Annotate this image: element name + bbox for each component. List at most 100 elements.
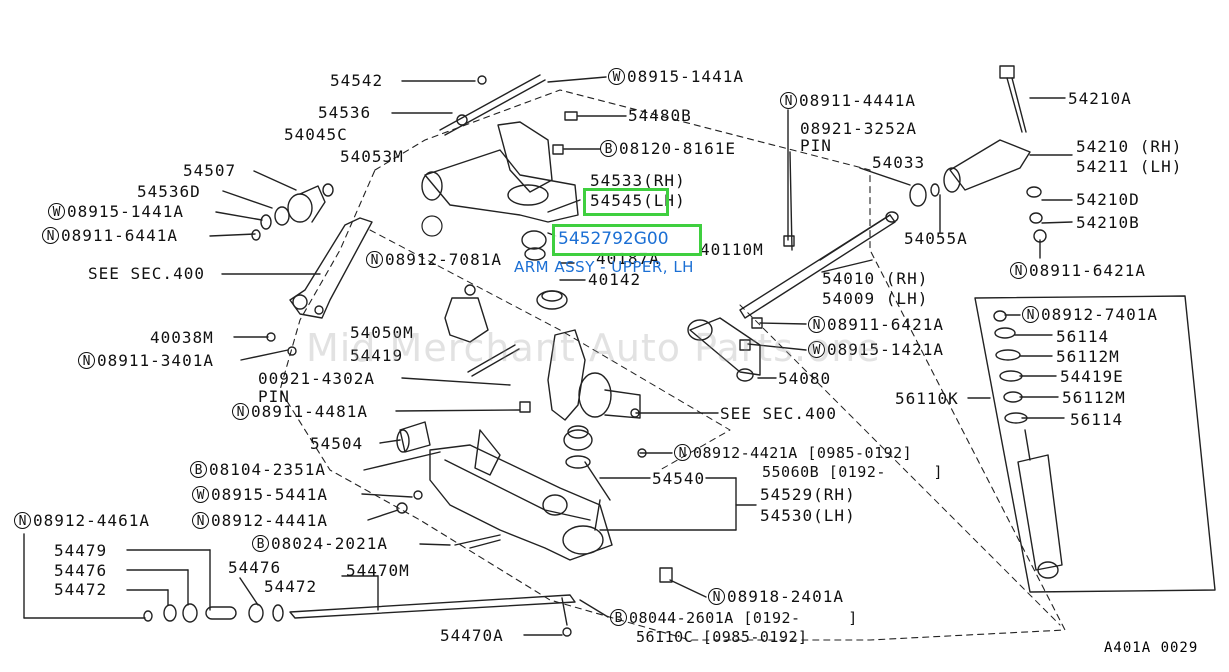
nut-symbol-icon: N [42, 227, 59, 244]
part-label-54080[interactable]: 54080 [778, 369, 832, 388]
part-label-40110m[interactable]: 40110M [700, 240, 764, 259]
part-label-56114-a[interactable]: 56114 [1056, 327, 1110, 346]
part-label-54210[interactable]: 54210 (RH) [1076, 137, 1183, 156]
part-number-text: 08912-7081A [385, 250, 502, 269]
part-number-text: 08912-7401A [1041, 305, 1158, 324]
washer-symbol-icon: W [192, 486, 209, 503]
part-label-56114-b[interactable]: 56114 [1070, 410, 1124, 429]
part-number-text: 08120-8161E [619, 139, 736, 158]
part-label-54009[interactable]: 54009 (LH) [822, 289, 929, 308]
part-number-text: 08911-6421A [827, 315, 944, 334]
nut-symbol-icon: N [780, 92, 797, 109]
part-label-54210a[interactable]: 54210A [1068, 89, 1132, 108]
part-label-40142[interactable]: 40142 [588, 270, 642, 289]
see-section-400-right[interactable]: SEE SEC.400 [720, 404, 837, 423]
part-label-54476-mid[interactable]: 54476 [228, 558, 282, 577]
part-label-54419[interactable]: 54419 [350, 346, 404, 365]
part-label-08921-3252a[interactable]: 08921-3252A [800, 119, 917, 138]
pin-label-left: PIN [258, 387, 290, 406]
part-label-54480b[interactable]: 54480B [628, 106, 692, 125]
part-label-54210d[interactable]: 54210D [1076, 190, 1140, 209]
nut-symbol-icon: N [1010, 262, 1027, 279]
part-label-54033[interactable]: 54033 [872, 153, 926, 172]
part-label-54053m[interactable]: 54053M [340, 147, 404, 166]
part-label-54210b[interactable]: 54210B [1076, 213, 1140, 232]
part-label-54533[interactable]: 54533(RH) [590, 171, 686, 190]
part-label-56112m-b[interactable]: 56112M [1062, 388, 1126, 407]
washer-symbol-icon: W [48, 203, 65, 220]
part-label-54504[interactable]: 54504 [310, 434, 364, 453]
part-label-54470m[interactable]: 54470M [346, 561, 410, 580]
diagram-code: A401A 0029 [1104, 640, 1199, 656]
part-label-54472-mid[interactable]: 54472 [264, 577, 318, 596]
bolt-symbol-icon: B [610, 609, 627, 626]
part-label-54050m[interactable]: 54050M [350, 323, 414, 342]
part-label-54542[interactable]: 54542 [330, 71, 384, 90]
part-label-54010[interactable]: 54010 (RH) [822, 269, 929, 288]
part-label-56110c[interactable]: 56110C [0985-0192] [636, 628, 808, 646]
part-number-text: 08915-1421A [827, 340, 944, 359]
part-label-54211[interactable]: 54211 (LH) [1076, 157, 1183, 176]
part-label-56110k[interactable]: 56110K [895, 389, 959, 408]
nut-symbol-icon: N [366, 251, 383, 268]
part-label-54507[interactable]: 54507 [183, 161, 237, 180]
part-label-54540[interactable]: 54540 [652, 469, 706, 488]
nut-symbol-icon: N [1022, 306, 1039, 323]
part-label-54479[interactable]: 54479 [54, 541, 108, 560]
bolt-symbol-icon: B [190, 461, 207, 478]
part-label-54476-left[interactable]: 54476 [54, 561, 108, 580]
highlight-box-part-number [552, 224, 702, 256]
part-label-54529[interactable]: 54529(RH) [760, 485, 856, 504]
part-label-55060b[interactable]: 55060B [0192- ] [762, 463, 944, 481]
part-number-text: 08911-6421A [1029, 261, 1146, 280]
highlighted-part-description: ARM ASSY - UPPER, LH [514, 258, 694, 276]
part-label-54545[interactable]: 54545(LH) [590, 191, 686, 210]
part-label-54055a[interactable]: 54055A [904, 229, 968, 248]
part-label-54536[interactable]: 54536 [318, 103, 372, 122]
part-label-54472-left[interactable]: 54472 [54, 580, 108, 599]
nut-symbol-icon: N [192, 512, 209, 529]
part-number-text: 08915-1441A [67, 202, 184, 221]
part-label-54045c[interactable]: 54045C [284, 125, 348, 144]
part-number-text: 08911-4481A [251, 402, 368, 421]
part-label-54536d[interactable]: 54536D [137, 182, 201, 201]
part-number-text: 08918-2401A [727, 587, 844, 606]
part-number-text: 08912-4461A [33, 511, 150, 530]
part-label-56112m-a[interactable]: 56112M [1056, 347, 1120, 366]
part-label-54530[interactable]: 54530(LH) [760, 506, 856, 525]
part-number-text: 08024-2021A [271, 534, 388, 553]
part-label-40038m[interactable]: 40038M [150, 328, 214, 347]
part-number-text: 08912-4441A [211, 511, 328, 530]
nut-symbol-icon: N [78, 352, 95, 369]
see-section-400-left[interactable]: SEE SEC.400 [88, 264, 205, 283]
part-number-text: 08911-6441A [61, 226, 178, 245]
highlighted-part-number-link[interactable]: 5452792G00 [558, 229, 669, 249]
part-label-00921-4302a[interactable]: 00921-4302A [258, 369, 375, 388]
nut-symbol-icon: N [14, 512, 31, 529]
pin-label-right: PIN [800, 136, 832, 155]
part-label-54470a[interactable]: 54470A [440, 626, 504, 645]
part-number-text: 08915-5441A [211, 485, 328, 504]
part-label-54419e[interactable]: 54419E [1060, 367, 1124, 386]
